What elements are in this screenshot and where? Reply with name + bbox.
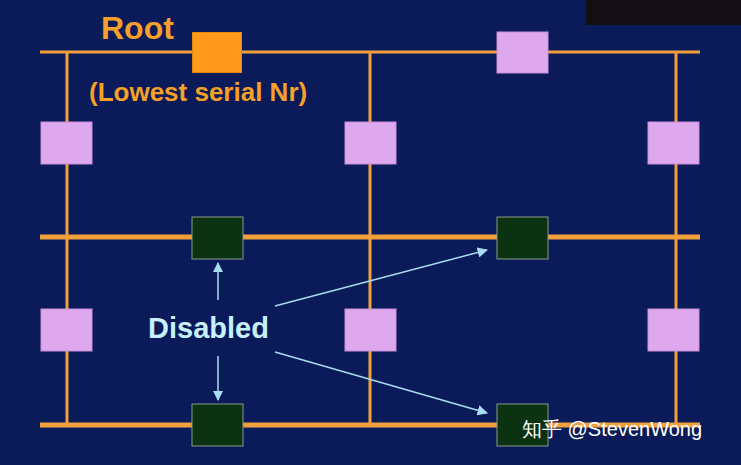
bridge-box — [41, 122, 92, 164]
watermark: 知乎 @StevenWong — [522, 419, 702, 439]
lan-segments — [40, 52, 700, 425]
bridge-box — [648, 309, 699, 351]
root-bridge: Root(Lowest serial Nr) — [192, 32, 242, 73]
bridge-box — [345, 122, 396, 164]
bridge-box — [345, 309, 396, 351]
disabled-box — [192, 404, 243, 446]
node-note: (Lowest serial Nr) — [89, 79, 307, 105]
disabled-box — [192, 217, 243, 259]
bridges — [41, 32, 699, 351]
leader-arrow — [275, 352, 487, 413]
lan-line — [675, 52, 678, 425]
lan-line — [66, 52, 69, 425]
node-heading: Root — [101, 12, 174, 44]
leader-arrow — [275, 250, 487, 306]
leader-arrow — [217, 263, 219, 300]
leader-arrow — [217, 356, 219, 400]
bridge-box — [497, 32, 548, 73]
lan-line — [369, 52, 372, 425]
disabled-label: Disabled — [148, 314, 269, 343]
photo-corner — [586, 0, 741, 25]
bridge-box — [41, 309, 92, 351]
bridge-box — [648, 122, 699, 164]
disabled-box — [497, 217, 548, 259]
